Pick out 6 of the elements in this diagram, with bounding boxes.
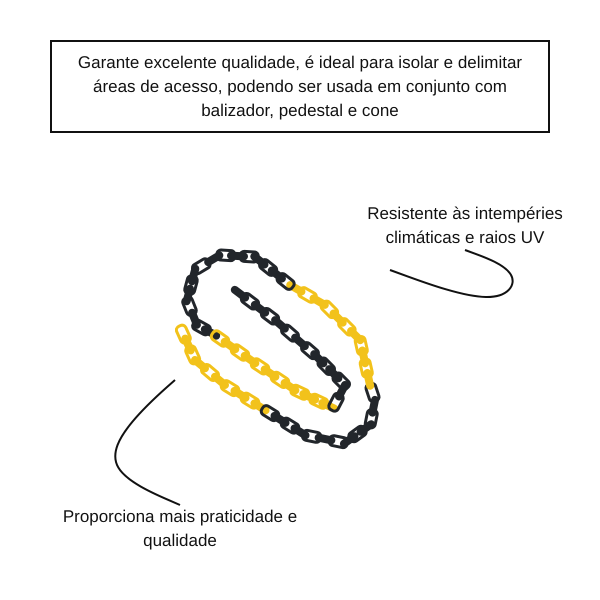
leader-line (114, 379, 180, 506)
leader-line (390, 249, 514, 298)
callout-text: Proporciona mais praticidade e qualidade (62, 506, 298, 552)
callout-text: Resistente às intempéries climáticas e raios UV (366, 203, 564, 249)
description-text: Garante excelente qualidade, é ideal para isolar e delimitar áreas de acesso, podendo ser usada em conjunto com balizador, pedestal e cone (76, 52, 524, 122)
text-box (50, 40, 550, 133)
